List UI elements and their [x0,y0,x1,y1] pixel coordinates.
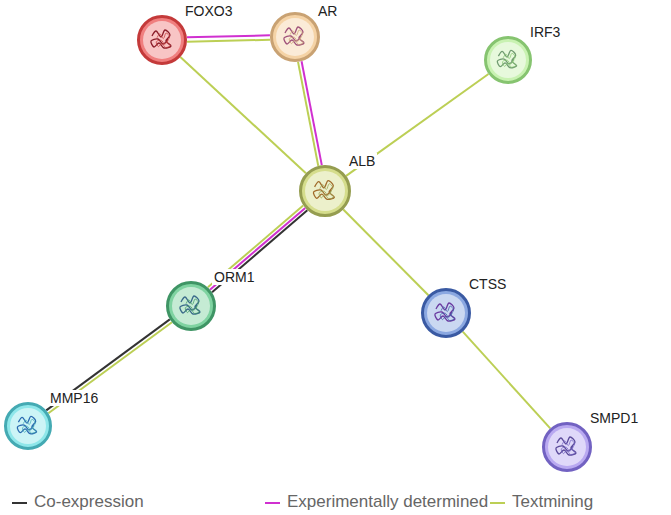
protein-structure [289,30,303,44]
protein-node: SMPD1 [542,422,592,472]
protein-structure [440,306,454,320]
protein-structure [17,416,36,433]
node-circle [301,167,350,216]
structure-ground [172,287,210,325]
structure-ground [490,42,526,78]
protein-circle [421,288,471,338]
interaction-line [210,208,305,290]
legend: Co-expression Experimentally determined Te… [0,490,671,515]
protein-label: MMP16 [48,390,100,406]
structure-ground [10,408,46,444]
legend-text: Co-expression [34,492,144,512]
protein-structure [156,33,170,47]
legend-text: Experimentally determined [287,492,488,512]
legend-line [12,502,27,504]
protein-structure [180,296,200,314]
protein-structure [319,184,334,199]
protein-node: AR [270,12,320,62]
interaction-line [343,209,428,295]
legend-line [490,502,505,504]
protein-structure [22,419,36,433]
protein-label: AR [316,3,339,19]
structure-ground [143,21,181,59]
interaction-line [302,61,322,165]
protein-structure [284,27,304,45]
legend-sample [490,490,508,514]
structure-ground [276,18,314,56]
protein-circle [4,402,52,450]
interaction-line [187,35,270,37]
interaction-line [346,74,488,176]
interaction-line [48,322,172,413]
protein-circle [270,12,320,62]
interaction-line [463,332,550,429]
protein-circle [137,15,187,65]
interaction-line [187,40,270,42]
legend-line [265,502,280,504]
interaction-line [180,57,306,173]
node-circle [423,290,470,337]
node-circle [544,424,591,471]
node-circle [272,14,319,61]
node-circle [6,404,51,449]
protein-label: ORM1 [212,269,256,285]
protein-label: FOXO3 [183,3,234,19]
protein-node: ALB [299,165,351,217]
protein-circle [484,36,532,84]
structure-ground [548,428,586,466]
protein-structure [313,181,334,200]
protein-label: IRF3 [528,24,562,40]
protein-structure [502,53,516,67]
legend-text: Textmining [512,492,593,512]
protein-label: SMPD1 [588,410,640,426]
protein-node: IRF3 [484,36,532,84]
protein-node: ORM1 [166,281,216,331]
interaction-line [208,206,303,288]
protein-label: ALB [347,153,377,169]
protein-node: MMP16 [4,402,52,450]
protein-structure [556,437,576,455]
legend-sample [12,490,30,514]
protein-circle [299,165,351,217]
interaction-line [212,210,307,292]
structure-ground [427,294,465,332]
protein-circle [542,422,592,472]
protein-structure [561,440,575,454]
structure-ground [305,171,345,211]
protein-structure [435,303,455,321]
protein-structure [185,299,199,313]
protein-structure [497,50,516,67]
node-circle [486,38,531,83]
interaction-line [298,62,318,166]
protein-label: CTSS [467,276,508,292]
protein-circle [166,281,216,331]
protein-node: FOXO3 [137,15,187,65]
interaction-line [46,319,170,410]
node-circle [139,17,186,64]
protein-node: CTSS [421,288,471,338]
protein-structure [151,30,171,48]
legend-sample [265,490,283,514]
node-circle [168,283,215,330]
